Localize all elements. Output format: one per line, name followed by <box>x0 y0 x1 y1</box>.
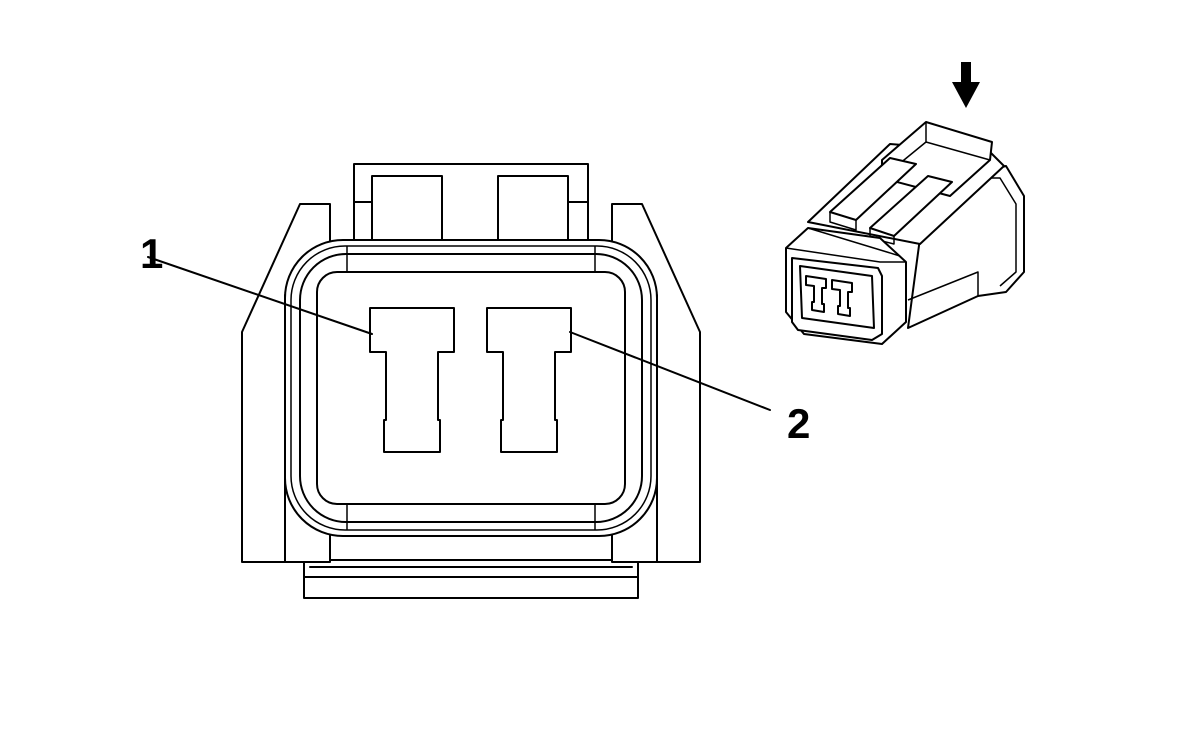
terminal-cavity-1 <box>369 307 455 453</box>
base-flange <box>303 559 639 599</box>
terminal-cavity-2 <box>486 307 572 453</box>
down-arrow-icon <box>952 62 980 108</box>
leader-line-1 <box>147 256 373 335</box>
connector-body <box>284 239 658 537</box>
connector-isometric-view <box>785 62 1025 345</box>
connector-front-view: 1 2 <box>140 163 810 599</box>
callout-label-2: 2 <box>787 400 810 447</box>
leader-line-2 <box>569 331 771 411</box>
callout-label-1: 1 <box>140 230 163 277</box>
